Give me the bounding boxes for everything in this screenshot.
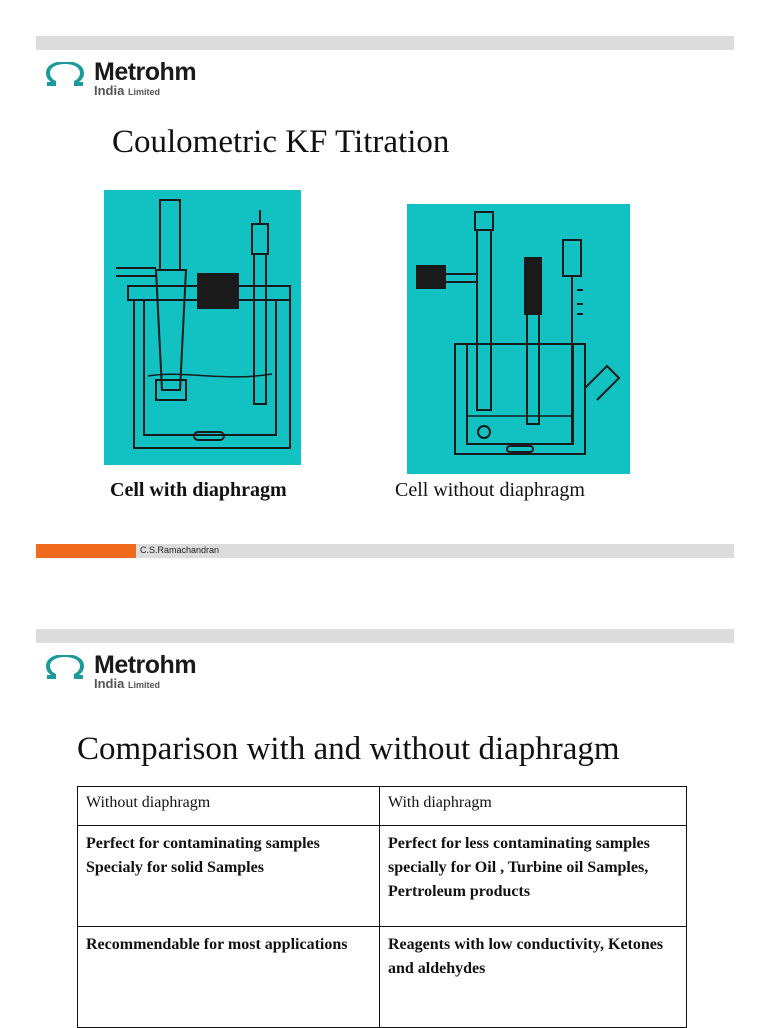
logo-wordmark: Metrohm <box>94 58 197 86</box>
logo-subtitle: India Limited <box>94 676 160 691</box>
slide-title: Coulometric KF Titration <box>112 124 450 160</box>
footer-accent <box>36 544 136 558</box>
caption-cell-with-diaphragm: Cell with diaphragm <box>110 479 287 501</box>
table-cell: Reagents with low conductivity, Ketones … <box>379 926 687 1028</box>
table-row: Recommendable for most applications Reag… <box>77 926 687 1028</box>
table-cell: Perfect for contaminating samples Specia… <box>77 825 380 927</box>
cell-without-diaphragm-figure <box>407 204 630 474</box>
comparison-table: Without diaphragm With diaphragm Perfect… <box>77 786 687 1028</box>
table-cell: Recommendable for most applications <box>77 926 380 1028</box>
table-header-cell: Without diaphragm <box>77 786 380 826</box>
omega-icon <box>46 655 84 679</box>
logo-subtitle: India Limited <box>94 83 160 98</box>
metrohm-logo: Metrohm India Limited <box>44 58 224 102</box>
footer-bar: C.S.Ramachandran <box>36 544 734 558</box>
caption-cell-without-diaphragm: Cell without diaphragm <box>395 479 585 501</box>
slide-title-2: Comparison with and without diaphragm <box>77 731 620 767</box>
cell-without-diaphragm-diagram <box>416 211 621 455</box>
logo-wordmark: Metrohm <box>94 651 197 679</box>
table-cell: Perfect for less contaminating samples s… <box>379 825 687 927</box>
footer-author: C.S.Ramachandran <box>140 545 220 555</box>
cell-with-diaphragm-diagram <box>116 199 291 449</box>
table-row: Perfect for contaminating samples Specia… <box>77 825 687 927</box>
metrohm-logo-2: Metrohm India Limited <box>44 651 224 695</box>
cell-with-diaphragm-figure <box>104 190 301 465</box>
table-header-row: Without diaphragm With diaphragm <box>77 786 687 826</box>
top-bar-2 <box>36 629 734 643</box>
omega-icon <box>46 62 84 86</box>
top-bar <box>36 36 734 50</box>
table-header-cell: With diaphragm <box>379 786 687 826</box>
